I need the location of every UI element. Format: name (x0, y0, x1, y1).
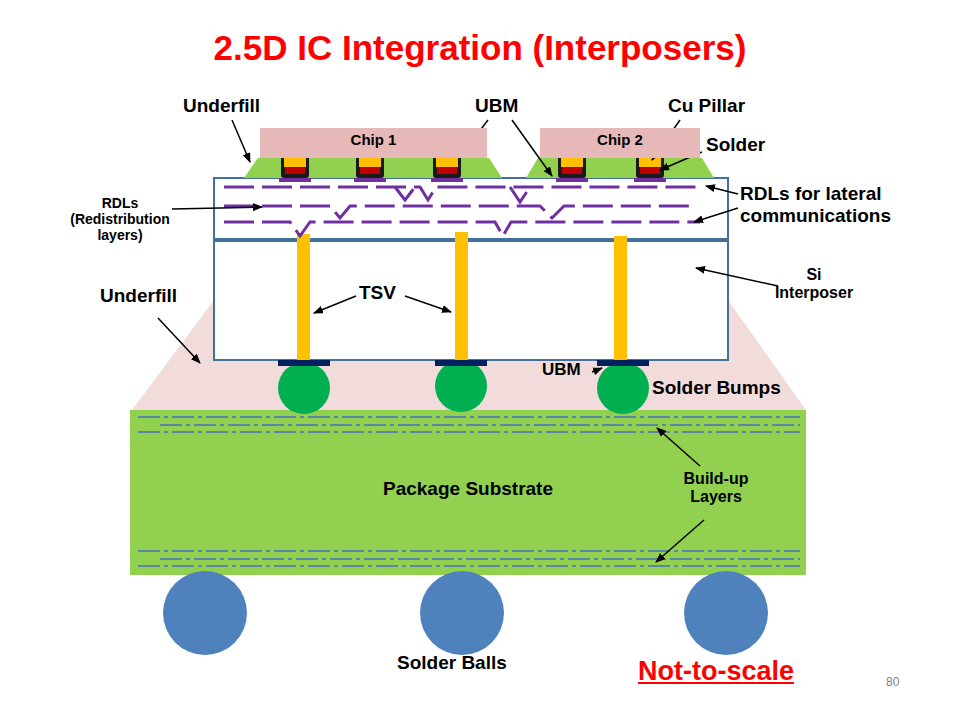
rdl-lines (224, 187, 700, 236)
part-label: Cu Pillar (668, 95, 745, 117)
part-label: Not-to-scale (638, 656, 794, 687)
part-label: TSV (359, 282, 396, 304)
ubm-bottom (278, 360, 649, 366)
part-label: RDLs (Redistribution layers) (62, 195, 178, 243)
node-text: Chip 2 (540, 131, 700, 148)
tsv (297, 232, 627, 362)
title: 2.5D IC Integration (Interposers) (0, 28, 960, 68)
part-label: UBM (475, 95, 518, 117)
si-interposer (214, 178, 728, 360)
page-number: 80 (886, 676, 899, 690)
solder-bumps (278, 360, 649, 414)
node-text: Chip 1 (260, 131, 487, 148)
part-label: Solder (706, 134, 765, 156)
part-label: Si Interposer (772, 266, 856, 303)
chip-die: Chip 2 (540, 128, 700, 158)
substrate-fill (130, 410, 806, 575)
chip-underfill (526, 158, 714, 178)
part-label: Underfill (183, 95, 260, 117)
part-label: RDLs for lateral communications (740, 183, 955, 227)
interposer-top-line (214, 238, 728, 242)
part-label: Solder Bumps (652, 377, 781, 399)
chip-die: Chip 1 (260, 128, 487, 158)
part-label: Solder Balls (397, 652, 507, 674)
part-label: UBM (542, 360, 581, 380)
micro-bumps (279, 156, 666, 182)
solder-balls (163, 571, 768, 655)
part-label: Build-up Layers (670, 470, 762, 507)
part-label: Underfill (100, 285, 177, 307)
